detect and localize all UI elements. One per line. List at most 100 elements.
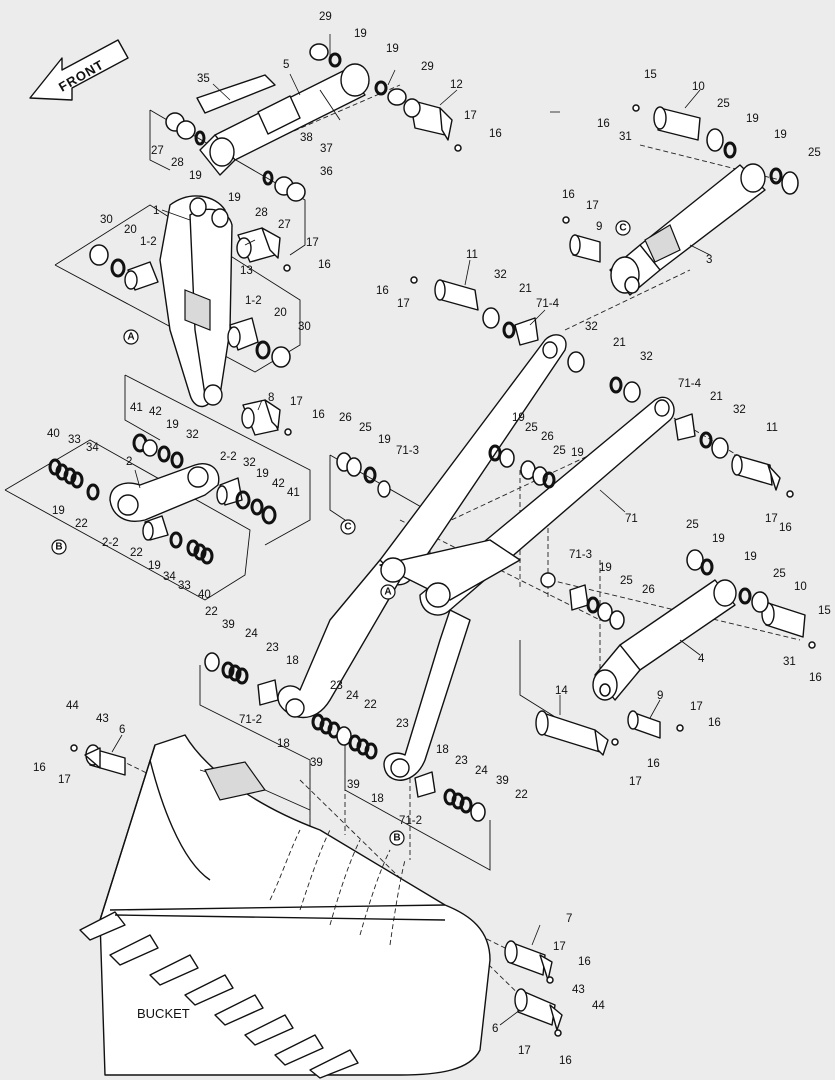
pin-12: [403, 98, 453, 141]
callout-label: 21: [519, 283, 532, 295]
callout-label: 42: [272, 478, 285, 490]
callout-label: 24: [475, 765, 488, 777]
pin-11-lower: [731, 454, 781, 491]
callout-label: 34: [163, 571, 176, 583]
svg-text:A: A: [127, 332, 134, 343]
bucket-label: BUCKET: [137, 1006, 190, 1021]
callout-label: 17: [397, 298, 410, 310]
pin-9-top: [569, 234, 601, 263]
callout-label: 17: [690, 701, 703, 713]
pin-6-upper: [84, 744, 126, 776]
callout-label: 32: [494, 269, 507, 281]
bushings-right: [482, 307, 729, 459]
callout-label: 2-2: [102, 537, 119, 549]
callout-label: 17: [290, 396, 303, 408]
callout-label: 18: [277, 738, 290, 750]
callout-label: 32: [585, 321, 598, 333]
callout-label: 16: [597, 118, 610, 130]
callout-label: 16: [647, 758, 660, 770]
callout-label: 19: [774, 129, 787, 141]
callout-label: 19: [512, 412, 525, 424]
callout-label: 29: [319, 11, 332, 23]
callout-label: 71-3: [396, 445, 419, 457]
callout-label: 33: [178, 580, 191, 592]
callout-label: 7: [566, 913, 572, 925]
callout-label: 26: [642, 584, 655, 596]
callout-label: 16: [578, 956, 591, 968]
marker-c-middle: C: [340, 519, 356, 535]
callout-label: 22: [205, 606, 218, 618]
callout-label: 28: [255, 207, 268, 219]
callout-label: 36: [320, 166, 333, 178]
callout-label: 17: [553, 941, 566, 953]
callout-label: 43: [96, 713, 109, 725]
callout-label: 21: [613, 337, 626, 349]
marker-a-upper: A: [123, 329, 139, 345]
callout-label: 23: [396, 718, 409, 730]
callout-label: 44: [592, 1000, 605, 1012]
boom-71: [277, 334, 675, 781]
callout-label: 10: [692, 81, 705, 93]
callout-label: 16: [562, 189, 575, 201]
callout-label: 30: [100, 214, 113, 226]
callout-label: 19: [354, 28, 367, 40]
svg-text:C: C: [619, 223, 626, 234]
callout-label: 19: [571, 447, 584, 459]
callout-label: 17: [58, 774, 71, 786]
callout-label: 38: [300, 132, 313, 144]
boom-cylinder-5: [196, 63, 370, 176]
pin-8: [241, 399, 281, 436]
pin-10-top: [653, 106, 799, 195]
pin-14: [535, 710, 609, 756]
callout-label: 39: [347, 779, 360, 791]
callout-label: 17: [518, 1045, 531, 1057]
marker-b-left: B: [51, 539, 67, 555]
callout-label: 18: [371, 793, 384, 805]
callout-label: 10: [794, 581, 807, 593]
callout-label: 19: [712, 533, 725, 545]
callout-label: 71-4: [678, 378, 702, 390]
callout-label: 32: [243, 457, 256, 469]
callout-label: 19: [166, 419, 179, 431]
callout-label: 41: [287, 487, 300, 499]
callout-label: 41: [130, 402, 143, 414]
callout-label: 71-2: [239, 714, 262, 726]
bushings-arm-1: [89, 244, 291, 368]
callout-label: 23: [455, 755, 468, 767]
callout-label: 2: [126, 456, 132, 468]
marker-c-top: C: [615, 220, 631, 236]
marker-a-lower: A: [380, 584, 396, 600]
callout-label: 40: [47, 428, 60, 440]
callout-label: 22: [130, 547, 143, 559]
washers-middle: [336, 444, 556, 498]
callout-label: 28: [171, 157, 184, 169]
callout-label: 13: [240, 265, 253, 277]
callout-label: 19: [378, 434, 391, 446]
callout-label: 17: [586, 200, 599, 212]
callout-label: 25: [686, 519, 699, 531]
callout-label: 25: [717, 98, 730, 110]
pin-9-lower: [627, 710, 661, 739]
callout-label: 27: [278, 219, 291, 231]
callout-label: 12: [450, 79, 463, 91]
callout-label: 31: [619, 131, 632, 143]
callout-label: 34: [86, 442, 99, 454]
callout-label: 11: [766, 422, 778, 434]
pin-7: [504, 940, 553, 981]
callout-label: 71-3: [569, 549, 592, 561]
callout-label: 6: [492, 1023, 498, 1035]
svg-text:B: B: [55, 542, 62, 553]
callout-label: 31: [783, 656, 796, 668]
callout-label: 24: [346, 690, 359, 702]
callout-label: 16: [312, 409, 325, 421]
callout-label: 15: [818, 605, 831, 617]
callout-label: 20: [274, 307, 287, 319]
svg-text:B: B: [393, 833, 400, 844]
callout-label: 71-4: [536, 298, 560, 310]
callout-label: 3: [706, 254, 712, 266]
pin-6-lower: [514, 988, 563, 1031]
callout-label: 42: [149, 406, 162, 418]
callout-label: 2-2: [220, 451, 237, 463]
bucket: [79, 734, 491, 1079]
callout-label: 32: [640, 351, 653, 363]
